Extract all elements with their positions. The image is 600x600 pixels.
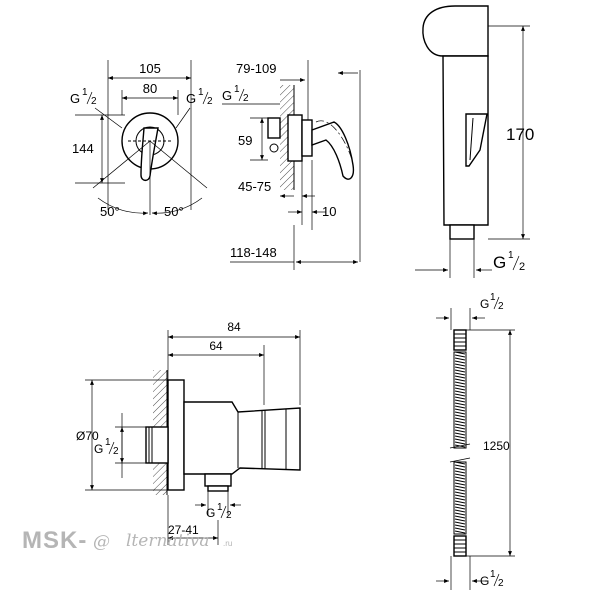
thread-num-hose-top: 1 bbox=[490, 292, 496, 303]
dim-27-41: 27-41 bbox=[168, 523, 199, 537]
dim-79-109: 79-109 bbox=[236, 61, 276, 76]
thread-num-elbow: 1 bbox=[105, 437, 111, 448]
thread-den-elbow: 2 bbox=[113, 446, 119, 457]
dim-1250: 1250 bbox=[483, 439, 510, 453]
wall-elbow-view: 84 64 Ø70 G 1 2 G bbox=[76, 320, 301, 545]
thread-label-side: G bbox=[222, 88, 232, 103]
thread-den-right: 2 bbox=[207, 96, 213, 107]
thread-label-hose-top: G bbox=[480, 297, 489, 311]
thread-num-hose-bottom: 1 bbox=[490, 569, 496, 580]
dim-105: 105 bbox=[139, 61, 161, 76]
thread-label-hose-bottom: G bbox=[480, 574, 489, 588]
angle-50-left: 50° bbox=[100, 204, 120, 219]
watermark-at-glyph: @ bbox=[93, 532, 110, 552]
hand-shower-view: 170 G 1 2 bbox=[415, 5, 534, 278]
watermark-brand: MSK- bbox=[22, 527, 87, 554]
dim-144: 144 bbox=[72, 141, 94, 156]
thread-num-left: 1 bbox=[82, 87, 88, 98]
thread-den-left: 2 bbox=[91, 96, 97, 107]
dim-45-75: 45-75 bbox=[238, 179, 271, 194]
thread-den-elbow-bottom: 2 bbox=[226, 510, 232, 521]
thread-num-side: 1 bbox=[234, 84, 240, 95]
thread-den-side: 2 bbox=[243, 93, 249, 104]
thread-label-elbow-bottom: G bbox=[206, 506, 215, 520]
thread-label-left: G bbox=[70, 91, 80, 106]
dim-118-148: 118-148 bbox=[230, 245, 277, 260]
thread-den-spray: 2 bbox=[519, 261, 525, 273]
dim-170: 170 bbox=[506, 125, 534, 144]
hose-coils bbox=[449, 351, 471, 535]
mixer-side-view: 79-109 G 1 2 59 45-75 10 118-148 bbox=[222, 60, 361, 270]
thread-den-hose-bottom: 2 bbox=[498, 578, 504, 589]
thread-label-elbow: G bbox=[94, 442, 103, 456]
thread-label-spray: G bbox=[493, 253, 506, 272]
thread-label-right: G bbox=[186, 91, 196, 106]
mixer-front-view: 105 80 G 1 2 G 1 2 144 50° 50° bbox=[70, 60, 213, 219]
dim-diameter-70: Ø70 bbox=[76, 429, 99, 443]
angle-50-right: 50° bbox=[164, 204, 184, 219]
dim-59: 59 bbox=[238, 133, 252, 148]
watermark-script: lternativa bbox=[126, 531, 210, 551]
dim-80: 80 bbox=[143, 81, 157, 96]
dim-10: 10 bbox=[322, 204, 336, 219]
thread-num-right: 1 bbox=[198, 87, 204, 98]
thread-num-elbow-bottom: 1 bbox=[217, 502, 223, 513]
thread-den-hose-top: 2 bbox=[498, 301, 504, 312]
watermark-suffix: .ru bbox=[223, 539, 232, 548]
dim-64: 64 bbox=[209, 339, 223, 353]
watermark-logo: MSK- @ lternativa .ru bbox=[22, 527, 232, 554]
dim-84: 84 bbox=[227, 320, 241, 334]
thread-num-spray: 1 bbox=[508, 250, 514, 261]
shower-hose-view: G 1 2 G 1 2 1250 bbox=[436, 292, 515, 590]
